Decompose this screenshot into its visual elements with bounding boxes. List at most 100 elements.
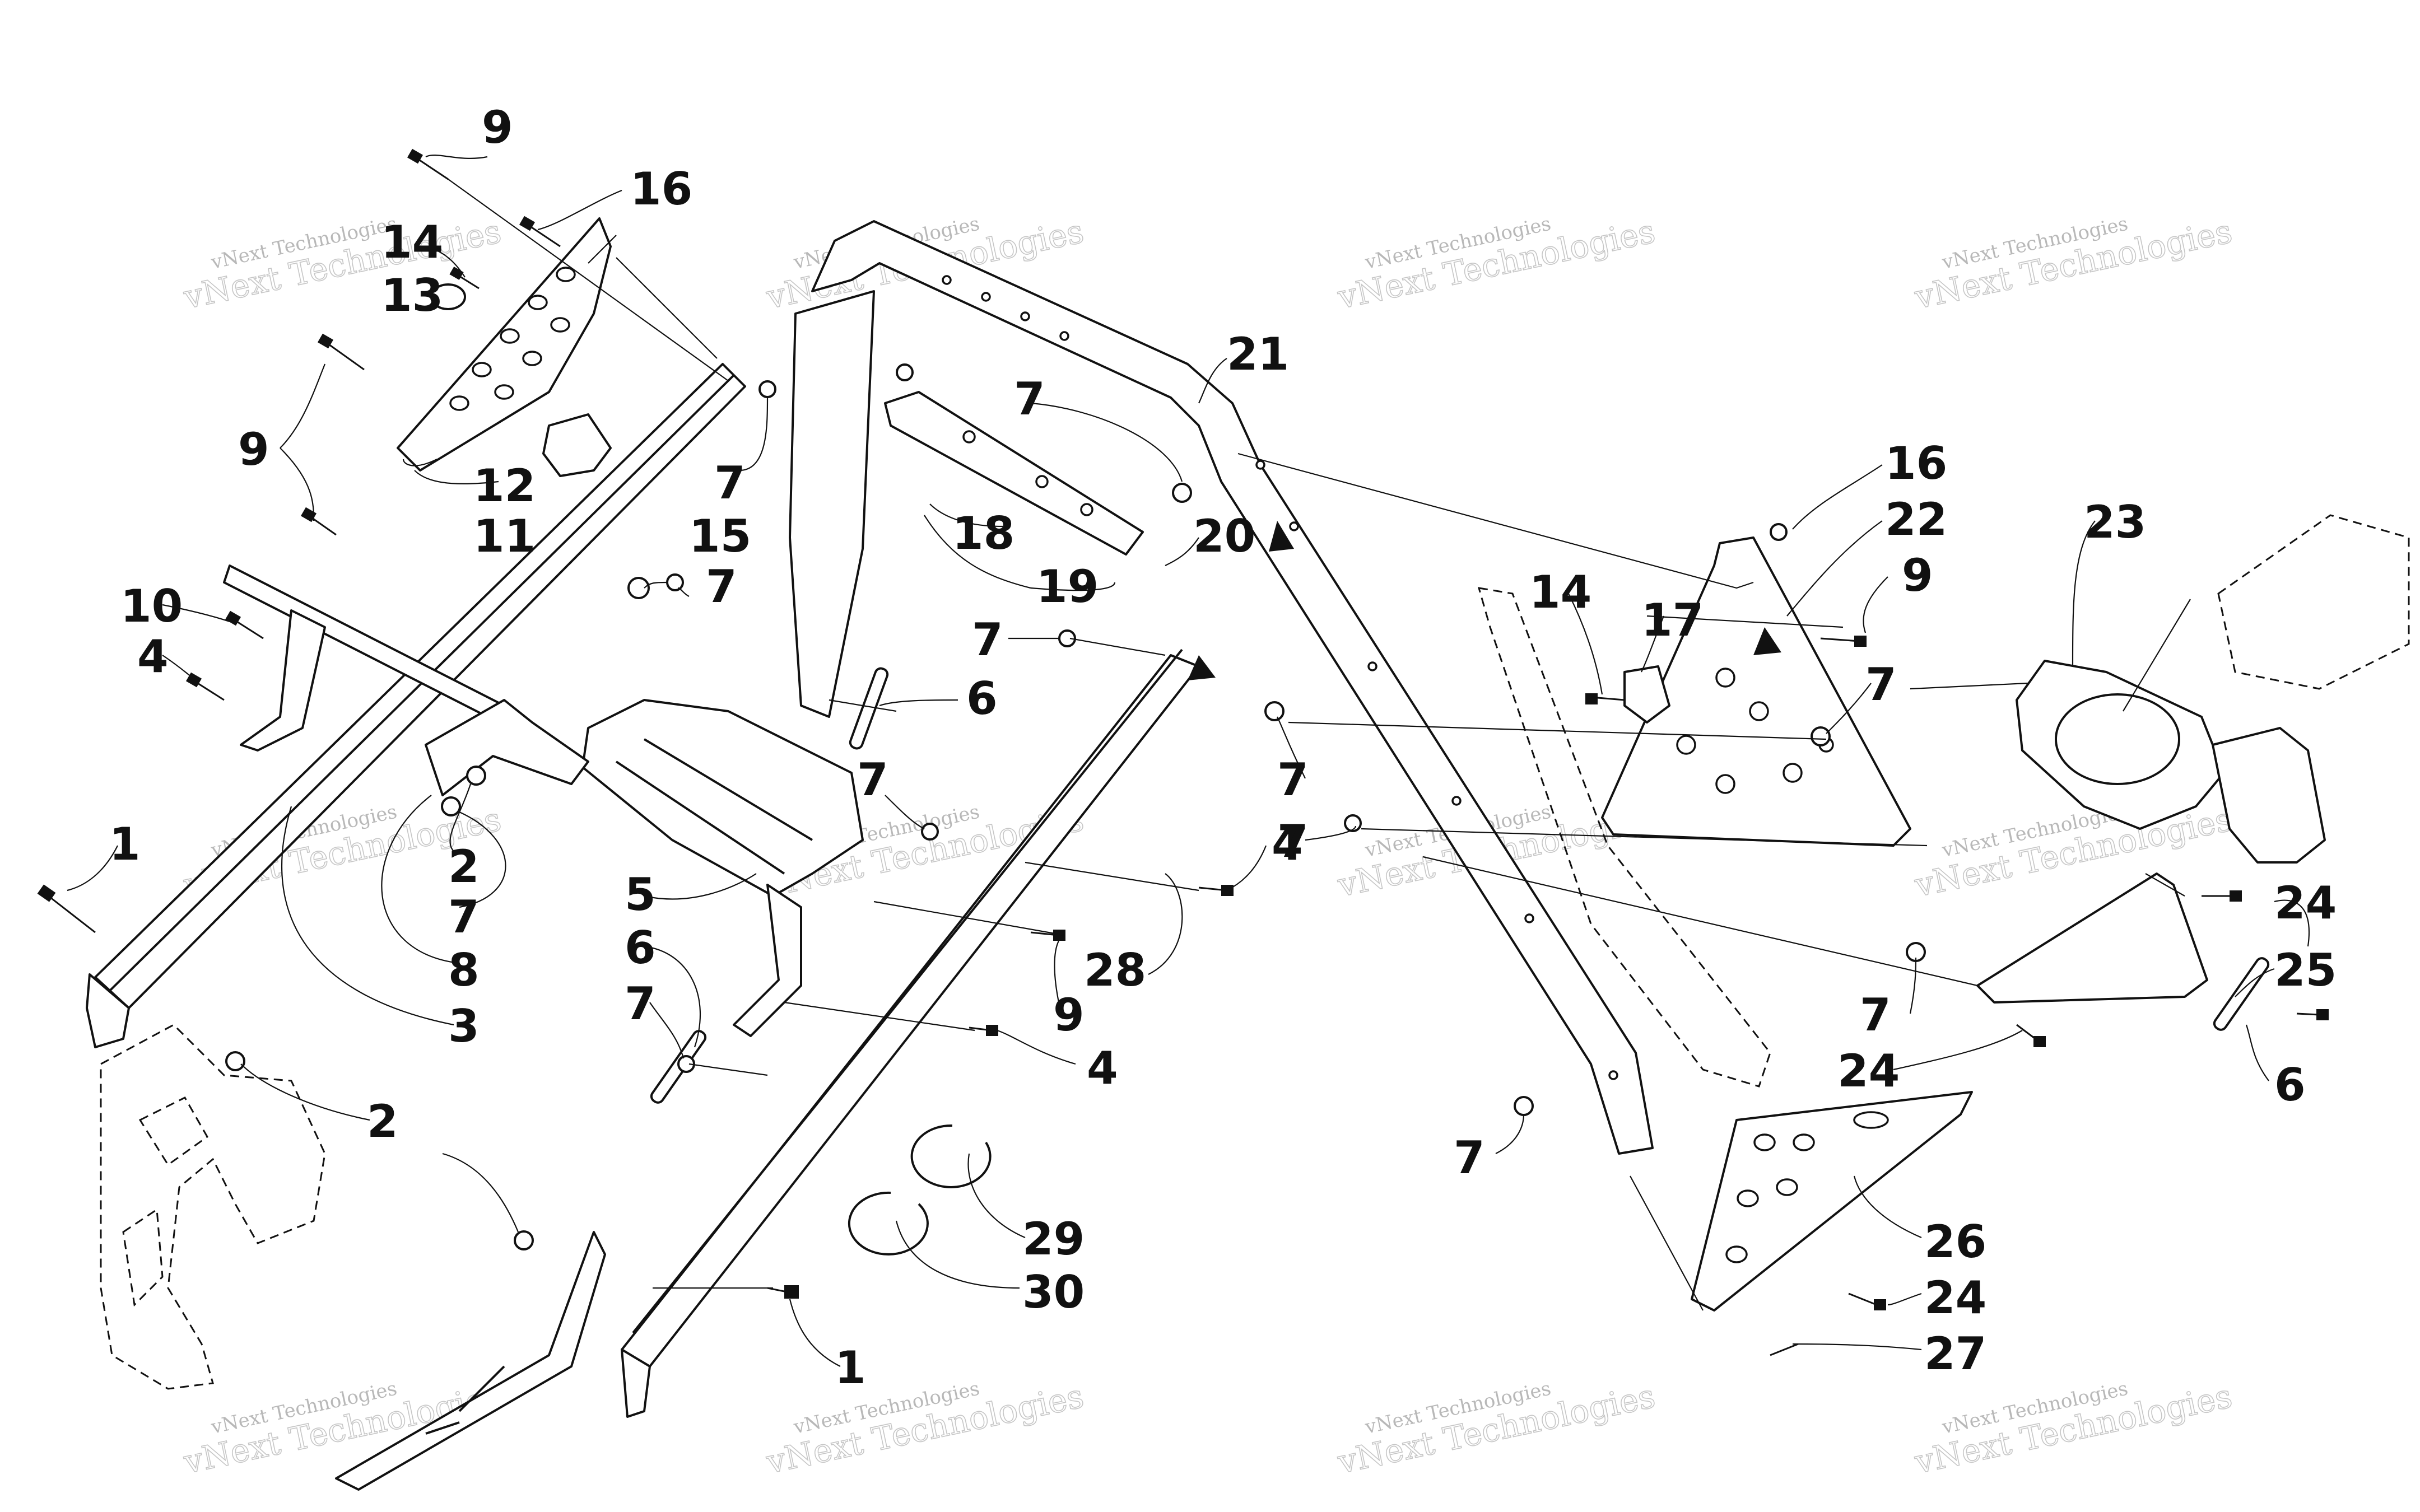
strap-bracket: [884, 391, 1144, 556]
arrow-marker: [1269, 521, 1294, 552]
callout-label: 24: [2274, 877, 2337, 929]
callout-label: 7: [1014, 373, 1045, 425]
callout-label: 22: [1885, 493, 1947, 545]
callout-label: 26: [1924, 1216, 1986, 1268]
grommet: [430, 283, 466, 310]
clip-30: [848, 1191, 929, 1256]
callout-label: 15: [689, 510, 751, 562]
seat-support: [733, 884, 802, 1037]
callout-label: 28: [1084, 944, 1146, 996]
nut-7: [1514, 1096, 1534, 1116]
callout-label: 20: [1193, 510, 1255, 562]
nut-7: [1172, 483, 1192, 503]
roll-bar-holes: [942, 275, 1618, 1080]
nut-7: [758, 380, 776, 398]
callout-label: 16: [630, 163, 692, 215]
callout-label: 8: [448, 944, 480, 996]
holder-ring: [2055, 693, 2180, 785]
frame-member-lower-detail: [425, 1365, 505, 1435]
bolt-24-right: [2296, 1012, 2320, 1016]
callout-label: 9: [238, 423, 269, 475]
callout-labels: 9 16 14 13 9 12 11 7 15 7 10 4 1 2 7 8 3…: [109, 101, 2337, 1394]
strap-6c: [2213, 957, 2270, 1031]
callout-label: 14: [381, 216, 443, 268]
fasteners: [37, 148, 2329, 1356]
callout-label: 1: [835, 1342, 866, 1394]
front-rail-flange: [632, 648, 1183, 1334]
strap-bracket-holes: [962, 430, 1093, 516]
callout-label: 2: [448, 841, 480, 893]
nut-7: [1264, 701, 1285, 721]
skid-plate-holes: [1725, 1111, 1889, 1263]
seat-bracket: [425, 699, 589, 796]
nut-7: [1058, 629, 1076, 647]
callout-label: 7: [714, 457, 746, 509]
bolt-16-left: [526, 223, 561, 248]
callout-label: 7: [706, 561, 737, 613]
callout-label: 11: [473, 510, 536, 562]
front-rail-end: [621, 1348, 651, 1418]
bolt-24-lower: [1848, 1292, 1877, 1306]
rear-rail-upper-flange: [105, 374, 735, 995]
mount-panel-holes: [1676, 668, 1834, 794]
callout-label: 6: [2274, 1059, 2306, 1111]
callout-label: 10: [120, 580, 183, 632]
lower-bracket: [1976, 872, 2208, 1004]
nut-15: [627, 577, 650, 599]
callout-label: 17: [1641, 594, 1704, 646]
nut-7: [1344, 814, 1362, 832]
callout-label: 1: [109, 818, 141, 870]
callout-label: 6: [625, 922, 656, 974]
roll-bar: [811, 220, 1654, 1155]
nut-7: [677, 1055, 695, 1073]
arrow-marker: [1753, 627, 1781, 655]
callout-label: 2: [367, 1095, 398, 1147]
callout-label: 7: [1865, 659, 1897, 711]
strap-6a: [849, 667, 889, 750]
nut-7: [441, 796, 461, 816]
callout-label: 7: [972, 614, 1003, 666]
nut-7: [1811, 726, 1831, 746]
nut-7: [896, 363, 914, 381]
callout-leaders: [67, 155, 2310, 1367]
callout-label: 5: [625, 869, 656, 921]
callout-label: 24: [1924, 1272, 1986, 1324]
callout-label: 13: [381, 269, 443, 321]
callout-label: 4: [1272, 818, 1303, 870]
callout-label: 7: [1277, 815, 1309, 867]
callout-label: 21: [1227, 328, 1289, 380]
pin-27: [1770, 1343, 1799, 1356]
callout-label: 19: [1036, 561, 1099, 613]
mount-plate: [397, 217, 612, 472]
callout-label: 6: [966, 673, 998, 725]
seat: [581, 699, 864, 897]
callout-label: 4: [137, 631, 169, 683]
callout-label: 7: [1277, 754, 1309, 806]
clip-29: [910, 1124, 992, 1188]
relay-module: [542, 413, 612, 477]
callout-label: 30: [1022, 1266, 1085, 1318]
frame-reference-left-inner: [122, 1096, 208, 1307]
callout-label: 7: [857, 754, 888, 806]
mount-plate-holes: [449, 267, 576, 411]
callout-label: 7: [1860, 989, 1891, 1041]
bolt-1-left: [44, 892, 96, 934]
nut-2: [225, 1051, 245, 1071]
leader-lines: [448, 179, 2191, 1311]
callout-label: 16: [1885, 437, 1947, 489]
callout-label: 25: [2274, 944, 2337, 996]
holder-box-reference: [2217, 514, 2410, 690]
callout-label: 7: [448, 891, 480, 943]
callout-label: 27: [1924, 1328, 1986, 1380]
callout-label: 29: [1022, 1213, 1085, 1265]
rear-rail-end-cap: [86, 973, 130, 1048]
handle-loop: [240, 609, 326, 752]
nut-7: [666, 573, 684, 591]
callout-label: 9: [482, 101, 513, 153]
callout-label: 12: [473, 460, 536, 512]
bolt-9-top: [414, 156, 449, 180]
callout-label: 14: [1529, 566, 1591, 618]
callout-label: 24: [1837, 1045, 1900, 1097]
nut-2: [514, 1230, 534, 1250]
frame-reference-left: [100, 1024, 326, 1390]
